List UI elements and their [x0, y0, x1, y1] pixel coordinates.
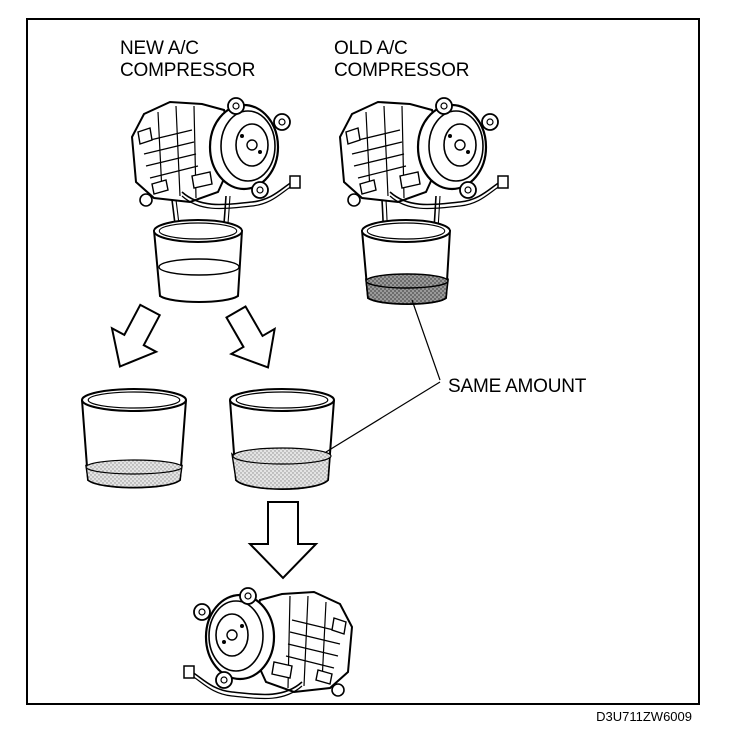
- right-beaker: [228, 387, 336, 490]
- split-arrow-left: [96, 297, 174, 380]
- split-arrow-right: [213, 298, 291, 381]
- fill-arrow-down: [247, 501, 319, 580]
- new-compressor-label-line2: COMPRESSOR: [120, 60, 256, 81]
- leader-line-right-beaker: [325, 381, 441, 453]
- figure-code: D3U711ZW6009: [596, 709, 692, 724]
- old-compressor-label-line1: OLD A/C: [334, 38, 408, 59]
- old-compressor-label-line2: COMPRESSOR: [334, 60, 470, 81]
- leader-line-old-cup: [411, 299, 441, 381]
- old-compressor-oil-cup: [361, 219, 451, 305]
- old-compressor-illustration: [338, 96, 510, 210]
- new-compressor-oil-cup: [153, 219, 243, 303]
- new-compressor-illustration: [130, 96, 302, 210]
- refilled-compressor-illustration: [182, 586, 354, 700]
- new-compressor-label-line1: NEW A/C: [120, 38, 199, 59]
- left-beaker: [80, 387, 188, 489]
- same-amount-label: SAME AMOUNT: [448, 376, 587, 397]
